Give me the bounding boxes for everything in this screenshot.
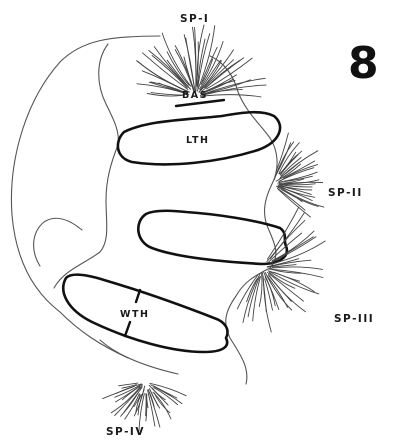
- spine-cluster-sp2: [274, 133, 324, 217]
- sp4-bristle: [111, 387, 140, 413]
- sp1-bristle: [202, 95, 261, 97]
- label-sp4: SP-IV: [106, 426, 145, 438]
- body-outline-left-lobe: [34, 218, 82, 266]
- sp3-bristle: [272, 231, 314, 261]
- body-outline-right-upper: [210, 56, 277, 268]
- sp3-bristle: [263, 276, 271, 332]
- spine-cluster-sp3: [237, 207, 325, 332]
- body-outline-lower-curve: [100, 340, 178, 374]
- label-wth: WTH: [120, 309, 149, 320]
- sp3-bristle: [253, 276, 261, 321]
- sp4-bristle: [148, 390, 155, 426]
- wth-bar-bottom: [125, 322, 130, 336]
- figure-number: 8: [348, 38, 379, 89]
- sp1-bristle: [143, 53, 188, 90]
- sp1-bristle: [167, 60, 190, 89]
- spine-cluster-sp4: [103, 383, 187, 431]
- label-lth: LTH: [186, 135, 209, 146]
- label-sp1: SP-I: [180, 13, 209, 25]
- label-bas: BAS: [182, 90, 208, 101]
- sp3-bristle: [270, 267, 323, 269]
- body-outline-inner: [54, 44, 118, 288]
- organ-middle: [138, 211, 287, 264]
- sp2-bristle: [279, 186, 315, 197]
- label-sp2: SP-II: [328, 187, 363, 199]
- sp2-bristle: [278, 189, 310, 217]
- label-sp3: SP-III: [334, 313, 374, 325]
